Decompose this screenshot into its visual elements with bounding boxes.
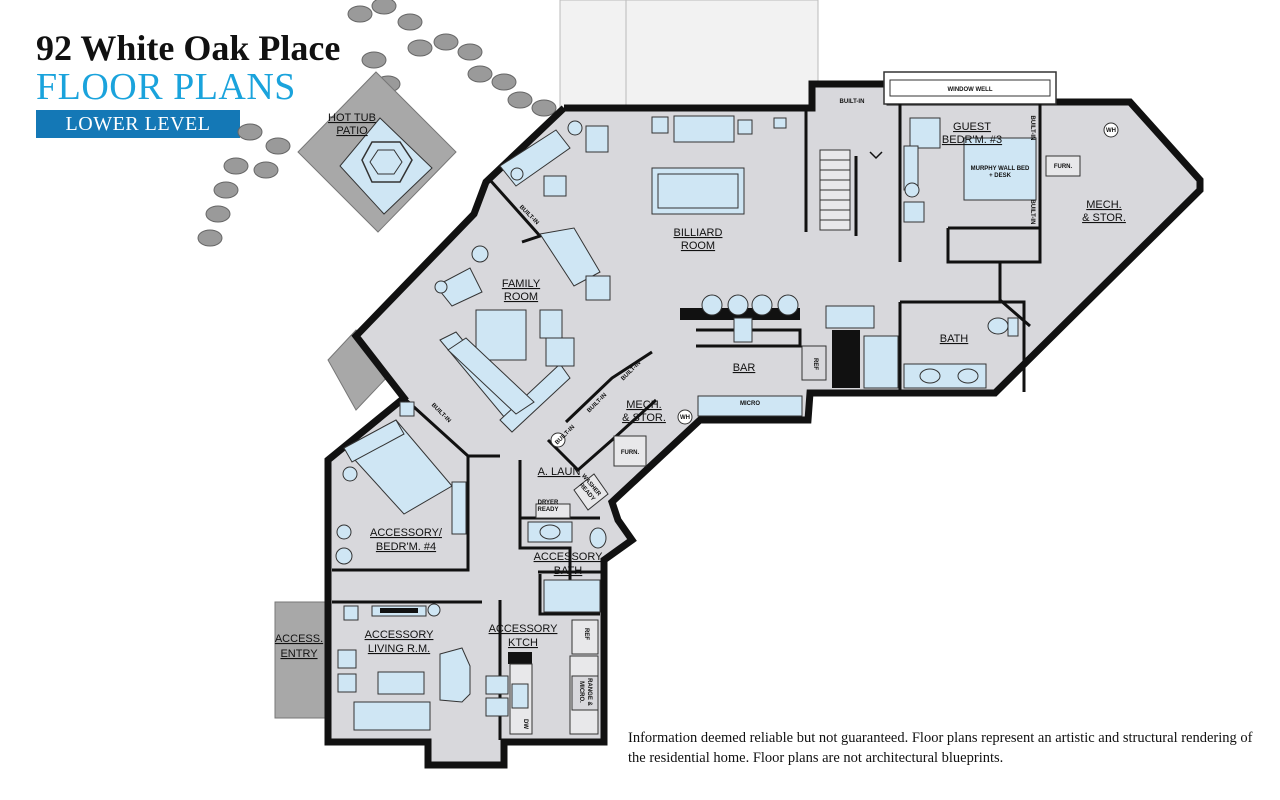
built-in-stair-label: BUILT-IN: [840, 99, 865, 105]
disclaimer-text: Information deemed reliable but not guar…: [628, 730, 1253, 766]
acc-kitchen-label-1: ACCESSORY: [489, 623, 559, 635]
bar-label: BAR: [733, 362, 756, 374]
acc-bath-label-2: BATH: [554, 565, 583, 577]
acc-living-label-1: ACCESSORY: [365, 629, 435, 641]
mech-label-2: & STOR.: [1082, 212, 1126, 224]
furnace-label-2: FURN.: [621, 450, 640, 456]
hot-tub-patio: [297, 71, 457, 233]
billiard-label-2: ROOM: [681, 240, 715, 252]
staircase: [819, 149, 883, 236]
acc-bed-label-2: BEDR'M. #4: [376, 541, 436, 553]
acc-bath-label-1: ACCESSORY: [534, 551, 604, 563]
acc-entry-label-2: ENTRY: [280, 648, 318, 660]
interior-walls: [332, 104, 1042, 740]
mech2-label-1: MECH.: [626, 399, 661, 411]
microwave-label: MICRO: [740, 401, 760, 407]
level-badge: LOWER LEVEL: [36, 110, 240, 138]
murphy-bed-label-2: + DESK: [989, 173, 1012, 179]
family-label-1: FAMILY: [502, 278, 541, 290]
water-heater-label-2: WH: [680, 415, 690, 421]
acc-living-label-2: LIVING R.M.: [368, 643, 430, 655]
room-labels: HOT TUB PATIO BILLIARD ROOM FAMILY ROOM …: [275, 112, 1126, 660]
built-in-guest-a-label: BUILT-IN: [1029, 116, 1035, 141]
furnace-label: FURN.: [1054, 164, 1073, 170]
laundry-label: A. LAUN: [538, 466, 581, 478]
bath-label: BATH: [940, 333, 969, 345]
window-well-label: WINDOW WELL: [948, 87, 993, 93]
acc-kitchen-label-2: KTCH: [508, 637, 538, 649]
dryer-label-1: DRYER: [538, 500, 559, 506]
dryer-label-2: READY: [537, 507, 558, 513]
furniture: [335, 115, 1119, 735]
murphy-bed-label-1: MURPHY WALL BED: [971, 166, 1030, 172]
hot-tub-label-2: PATIO: [336, 125, 368, 137]
stone-path: [197, 0, 557, 247]
built-in-guest-b-label: BUILT-IN: [1029, 200, 1035, 225]
fridge-label: REF: [812, 358, 818, 370]
family-label-2: ROOM: [504, 291, 538, 303]
page-title: 92 White Oak Place: [36, 28, 341, 68]
fridge-label-2: REF: [583, 628, 589, 640]
page-subtitle: FLOOR PLANS: [36, 66, 296, 108]
guest-label-1: GUEST: [953, 121, 991, 133]
water-heater-label: WH: [1106, 128, 1116, 134]
dishwasher-label: DW: [522, 719, 528, 729]
billiard-label-1: BILLIARD: [674, 227, 723, 239]
guest-label-2: BEDR'M. #3: [942, 134, 1002, 146]
hot-tub-label-1: HOT TUB: [328, 112, 376, 124]
acc-bed-label-1: ACCESSORY/: [370, 527, 443, 539]
mech-label-1: MECH.: [1086, 199, 1121, 211]
mech2-label-2: & STOR.: [622, 412, 666, 424]
range-label-1: RANGE &: [586, 678, 592, 706]
range-label-2: MICRO.: [578, 681, 584, 703]
acc-entry-label-1: ACCESS.: [275, 633, 323, 645]
